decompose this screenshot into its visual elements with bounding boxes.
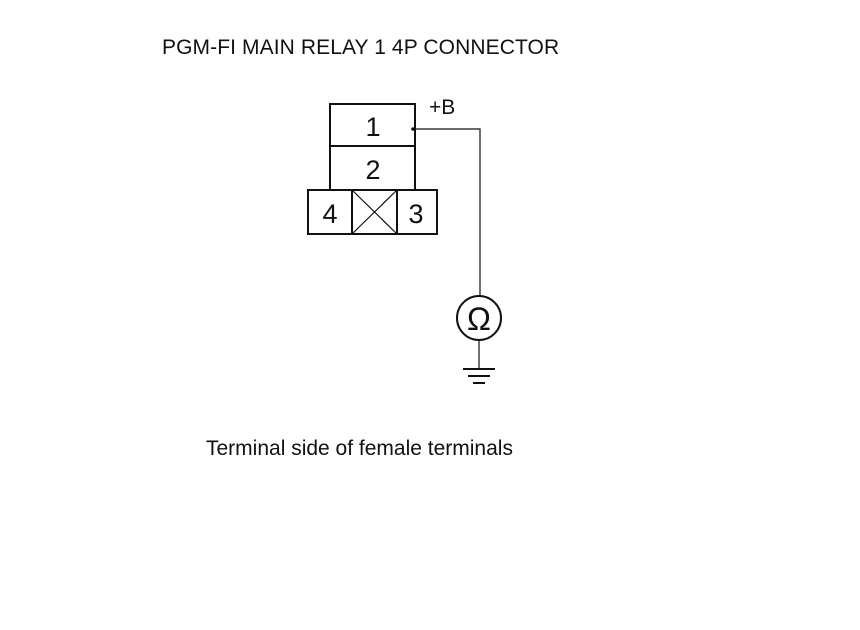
connector-4p — [307, 103, 438, 235]
lower-row — [307, 189, 438, 235]
pin-1-label: 1 — [365, 112, 380, 142]
ohmmeter-icon: Ω — [456, 295, 502, 341]
ohm-symbol: Ω — [467, 301, 491, 337]
pin-4-label: 4 — [322, 199, 337, 229]
battery-voltage-label: +B — [429, 96, 455, 119]
probe-point — [411, 127, 415, 131]
probe-wire — [413, 128, 481, 296]
diagram-caption: Terminal side of female terminals — [206, 437, 513, 460]
pin-2-label: 2 — [365, 155, 380, 185]
empty-cavity-cross-b — [351, 189, 398, 235]
pin-3-label: 3 — [408, 199, 423, 229]
diagram-title: PGM-FI MAIN RELAY 1 4P CONNECTOR — [162, 36, 560, 59]
ground-icon — [463, 368, 495, 384]
